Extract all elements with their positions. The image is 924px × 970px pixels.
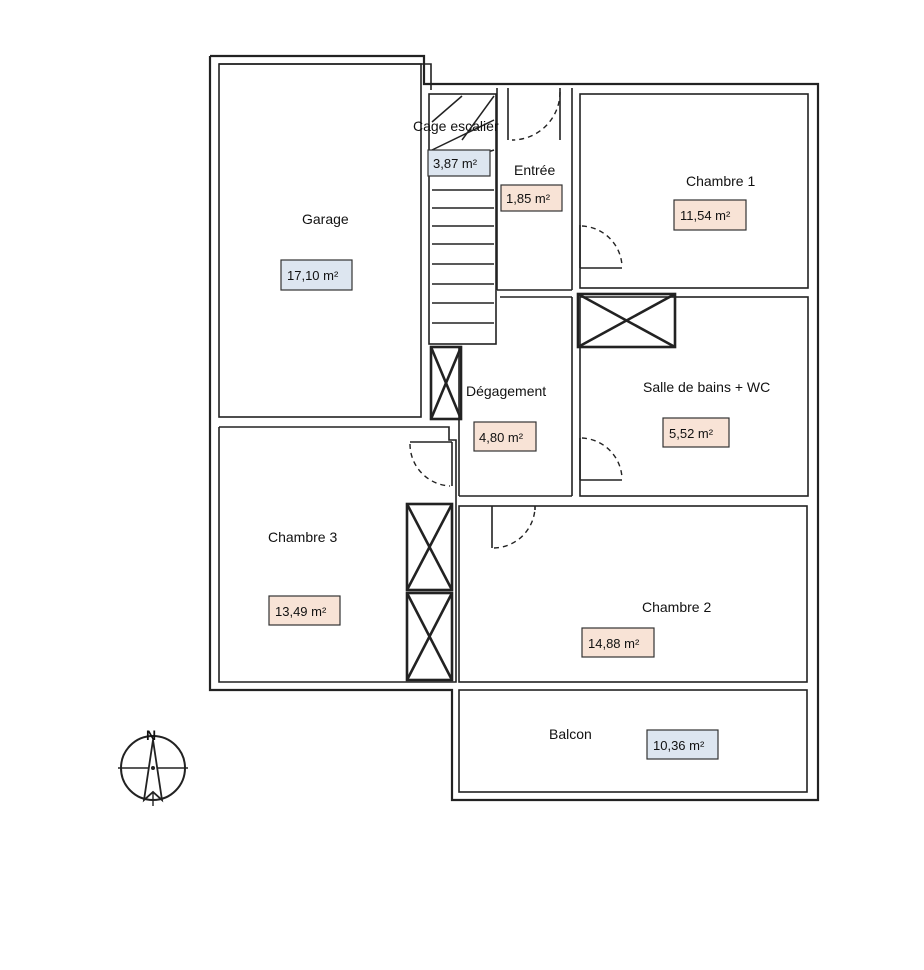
salle-de-bains-area: 5,52 m² [669,426,714,441]
degagement-room [458,296,573,497]
chambre2-area: 14,88 m² [588,636,640,651]
stair-cage [428,93,497,345]
balcon-area-box [646,729,719,760]
bathroom-closet [576,292,677,349]
chambre1-label: Chambre 1 [686,173,755,189]
chambre2-label: Chambre 2 [642,599,711,615]
chambre3-area: 13,49 m² [275,604,327,619]
balcon-room [458,689,808,793]
salle-de-bains-area-box [662,417,730,448]
chambre3-label: Chambre 3 [268,529,337,545]
chambre3-room [218,426,457,683]
garage-room [218,63,422,418]
compass-icon: N [118,727,188,806]
degagement-label: Dégagement [466,383,546,399]
chambre1-room [579,93,809,289]
garage-label: Garage [302,211,349,227]
salle-de-bains-label: Salle de bains + WC [643,379,770,395]
cage-escalier-area: 3,87 m² [433,156,478,171]
garage-area-box [280,259,353,291]
entree-area-box [500,184,563,212]
chambre3-area-box [268,595,341,626]
chambre2-area-box [581,627,655,658]
chambre3-closet [405,502,454,682]
entree-label: Entrée [514,162,555,178]
balcon-label: Balcon [549,726,592,742]
degagement-area: 4,80 m² [479,430,524,445]
balcon-area: 10,36 m² [653,738,705,753]
hall-closet [429,345,463,421]
chambre1-area: 11,54 m² [680,208,731,223]
salle-de-bains-room [579,296,809,497]
degagement-area-box [473,421,537,452]
garage-area: 17,10 m² [287,268,339,283]
cage-escalier-area-box [427,149,491,177]
chambre1-area-box [673,199,747,231]
entree-area: 1,85 m² [506,191,551,206]
cage-escalier-label: Cage escalier [413,118,499,134]
entree-room [496,88,573,291]
chambre2-room [458,505,808,683]
compass-north-label: N [146,727,156,743]
